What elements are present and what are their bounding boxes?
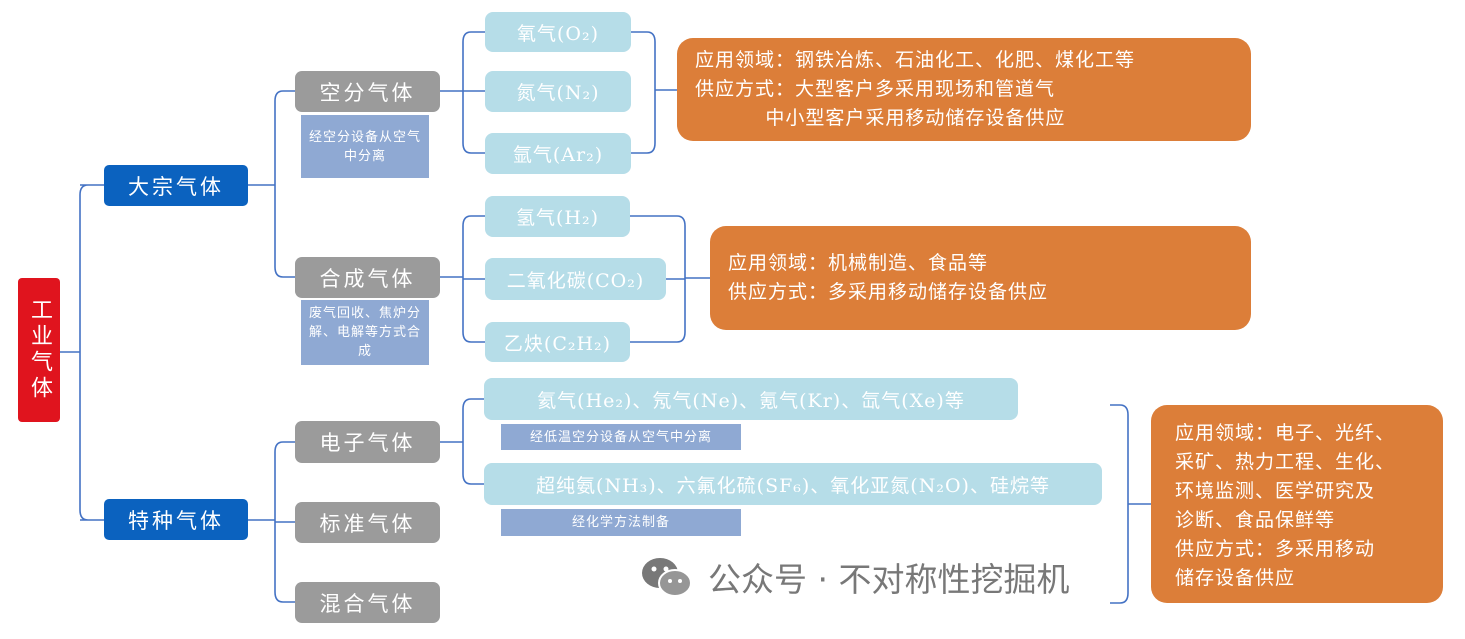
wechat-icon [642, 558, 692, 597]
gas-acetylene: 乙炔(C₂H₂) [485, 322, 630, 362]
info-line: 环境监测、医学研究及 [1175, 480, 1376, 502]
synthetic-gas-note: 废气回收、焦炉分解、电解等方式合成 [301, 300, 429, 365]
supply-text-2: 中小型客户采用移动储存设备供应 [695, 107, 1066, 129]
application-text: 应用领域：机械制造、食品等 [728, 252, 989, 274]
watermark: 公众号 · 不对称性挖掘机 [640, 553, 1069, 601]
bracket-synth-right [630, 215, 710, 343]
rare-gases-note: 经低温空分设备从空气中分离 [501, 424, 741, 450]
supply-text: 供应方式：多采用移动储存设备供应 [728, 281, 1049, 303]
bracket-root [60, 184, 104, 521]
gas-oxygen: 氧气(O₂) [485, 12, 631, 52]
bracket-synth [440, 215, 485, 343]
air-separation-node: 空分气体 [295, 71, 440, 112]
standard-gas-node: 标准气体 [295, 502, 440, 543]
air-gas-info: 应用领域：钢铁冶炼、石油化工、化肥、煤化工等 供应方式：大型客户多采用现场和管道… [677, 38, 1251, 141]
synth-gas-info: 应用领域：机械制造、食品等 供应方式：多采用移动储存设备供应 [710, 226, 1251, 330]
rare-gases: 氦气(He₂)、氖气(Ne)、氪气(Kr)、氙气(Xe)等 [484, 378, 1018, 420]
bracket-air-right [631, 31, 677, 154]
electronic-gas-node: 电子气体 [295, 421, 440, 463]
gas-argon: 氩气(Ar₂) [485, 133, 631, 174]
info-line: 应用领域：电子、光纤、 [1175, 422, 1396, 444]
bracket-bulk [248, 90, 295, 278]
info-line: 储存设备供应 [1175, 567, 1296, 589]
air-separation-note: 经空分设备从空气中分离 [301, 115, 429, 178]
info-line: 诊断、食品保鲜等 [1175, 509, 1336, 531]
root-node: 工业气体 [18, 278, 60, 422]
chemical-gases: 超纯氨(NH₃)、六氟化硫(SF₆)、氧化亚氮(N₂O)、硅烷等 [484, 463, 1102, 505]
bracket-air [440, 31, 485, 154]
chemical-gases-note: 经化学方法制备 [501, 509, 741, 536]
gas-co2: 二氧化碳(CO₂) [485, 258, 666, 300]
bulk-gas-node: 大宗气体 [104, 165, 248, 206]
bracket-electronic [440, 398, 484, 485]
bracket-special [248, 441, 295, 603]
application-text: 应用领域：钢铁冶炼、石油化工、化肥、煤化工等 [695, 49, 1136, 71]
info-line: 供应方式：多采用移动 [1175, 538, 1376, 560]
watermark-text: 公众号 · 不对称性挖掘机 [708, 560, 1070, 599]
synthetic-gas-node: 合成气体 [295, 257, 440, 298]
mixed-gas-node: 混合气体 [295, 582, 440, 623]
supply-text: 供应方式：大型客户多采用现场和管道气 [695, 78, 1056, 100]
bracket-special-right [1110, 404, 1151, 604]
info-line: 采矿、热力工程、生化、 [1175, 451, 1396, 473]
special-gas-info: 应用领域：电子、光纤、 采矿、热力工程、生化、 环境监测、医学研究及 诊断、食品… [1151, 405, 1443, 603]
special-gas-node: 特种气体 [104, 499, 248, 540]
gas-hydrogen: 氢气(H₂) [485, 196, 630, 237]
gas-nitrogen: 氮气(N₂) [485, 71, 631, 112]
